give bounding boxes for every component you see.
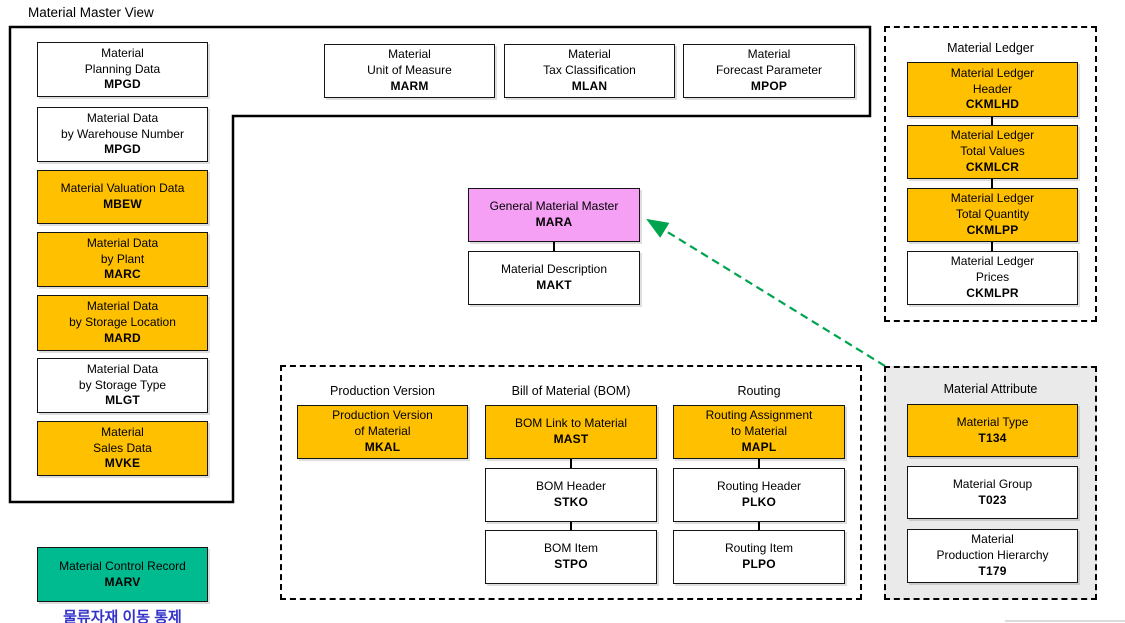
node-stpo: BOM Item STPO: [485, 530, 657, 584]
node-t023: Material Group T023: [907, 466, 1078, 519]
node-mara: General Material Master MARA: [468, 188, 640, 242]
material-attribute-title: Material Attribute: [943, 382, 1038, 396]
node-t134: Material Type T134: [907, 404, 1078, 457]
outer-frame: [8, 25, 872, 504]
node-mard: Material Data by Storage Location MARD: [37, 295, 208, 351]
node-ckmlpr: Material Ledger Prices CKMLPR: [907, 251, 1078, 305]
material-ledger-title: Material Ledger: [947, 41, 1034, 55]
material-ledger-frame: [884, 26, 1097, 322]
korean-caption: 물류자재 이동 통제: [63, 609, 182, 623]
node-ckmlcr: Material Ledger Total Values CKMLCR: [907, 125, 1078, 179]
node-mbew: Material Valuation Data MBEW: [37, 170, 208, 224]
node-ckmlhd: Material Ledger Header CKMLHD: [907, 62, 1078, 117]
node-mpop: Material Forecast Parameter MPOP: [683, 44, 855, 98]
node-mapl: Routing Assignment to Material MAPL: [673, 405, 845, 459]
production-group-frame: [280, 365, 862, 600]
connector-lines: [553, 117, 993, 530]
node-mpgd-planning: Material Planning Data MPGD: [37, 42, 208, 97]
node-marm: Material Unit of Measure MARM: [324, 44, 495, 98]
routing-header-label: Routing: [737, 384, 781, 398]
node-stko: BOM Header STKO: [485, 468, 657, 522]
node-t179: Material Production Hierarchy T179: [907, 529, 1078, 583]
node-mpgd-warehouse: Material Data by Warehouse Number MPGD: [37, 107, 208, 162]
cutoff-element-edge: [1005, 620, 1125, 622]
node-mlan: Material Tax Classification MLAN: [504, 44, 675, 98]
node-mkal: Production Version of Material MKAL: [297, 405, 468, 459]
node-marc: Material Data by Plant MARC: [37, 232, 208, 287]
node-ckmlpp: Material Ledger Total Quantity CKMLPP: [907, 188, 1078, 242]
node-plko: Routing Header PLKO: [673, 468, 845, 522]
node-plpo: Routing Item PLPO: [673, 530, 845, 584]
node-mast: BOM Link to Material MAST: [485, 405, 657, 459]
node-mlgt: Material Data by Storage Type MLGT: [37, 358, 208, 413]
node-mvke: Material Sales Data MVKE: [37, 421, 208, 476]
production-version-header: Production Version: [330, 384, 435, 398]
bom-header-label: Bill of Material (BOM): [511, 384, 631, 398]
page-title: Material Master View: [28, 5, 154, 20]
node-makt: Material Description MAKT: [468, 251, 640, 305]
attribute-to-mara-arrow: [646, 218, 886, 367]
node-marv: Material Control Record MARV: [37, 547, 208, 602]
